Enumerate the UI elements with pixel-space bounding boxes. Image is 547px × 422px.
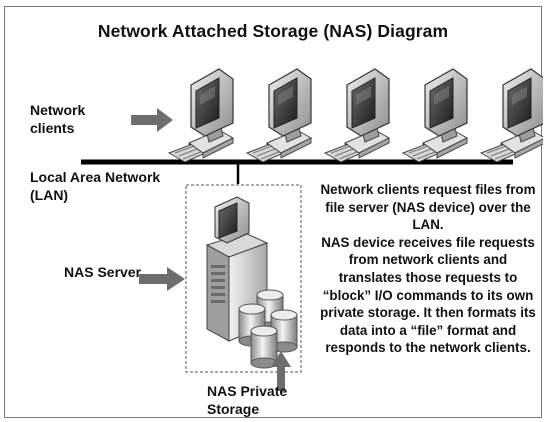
lan-label-line: Local Area Network bbox=[30, 169, 161, 185]
diagram-title: Network Attached Storage (NAS) Diagram bbox=[97, 21, 449, 41]
nas-storage-label-line: NAS Private bbox=[207, 383, 288, 399]
description-paragraph: NAS device receives file requests from n… bbox=[320, 234, 536, 356]
client-computer-icon bbox=[402, 68, 468, 163]
nas-boundary bbox=[185, 184, 302, 373]
network-clients-label: Network clients bbox=[30, 101, 85, 137]
arrow-icon bbox=[139, 267, 185, 291]
lan-label-line: (LAN) bbox=[30, 187, 69, 203]
nas-server-label: NAS Server bbox=[64, 264, 142, 280]
description-paragraph: Network clients request files from file … bbox=[320, 182, 536, 233]
client-computer-icon bbox=[480, 68, 543, 163]
client-computer-icon bbox=[168, 68, 234, 163]
diagram-art bbox=[81, 68, 543, 391]
arrow-icon bbox=[131, 108, 173, 132]
network-clients-label-line: Network bbox=[30, 102, 86, 118]
disk-storage-icon bbox=[238, 289, 298, 369]
lan-label: Local Area Network (LAN) bbox=[30, 168, 160, 204]
client-computer-icon bbox=[246, 68, 312, 163]
network-clients-label-line: clients bbox=[30, 120, 75, 136]
client-computer-icon bbox=[324, 68, 390, 163]
arrow-icon bbox=[271, 351, 291, 391]
nas-storage-label-line: Storage bbox=[207, 401, 260, 417]
nas-storage-label: NAS Private Storage bbox=[207, 382, 287, 418]
diagram-frame: Network Attached Storage (NAS) Diagram N… bbox=[4, 6, 543, 418]
description: Network clients request files from file … bbox=[317, 181, 539, 357]
